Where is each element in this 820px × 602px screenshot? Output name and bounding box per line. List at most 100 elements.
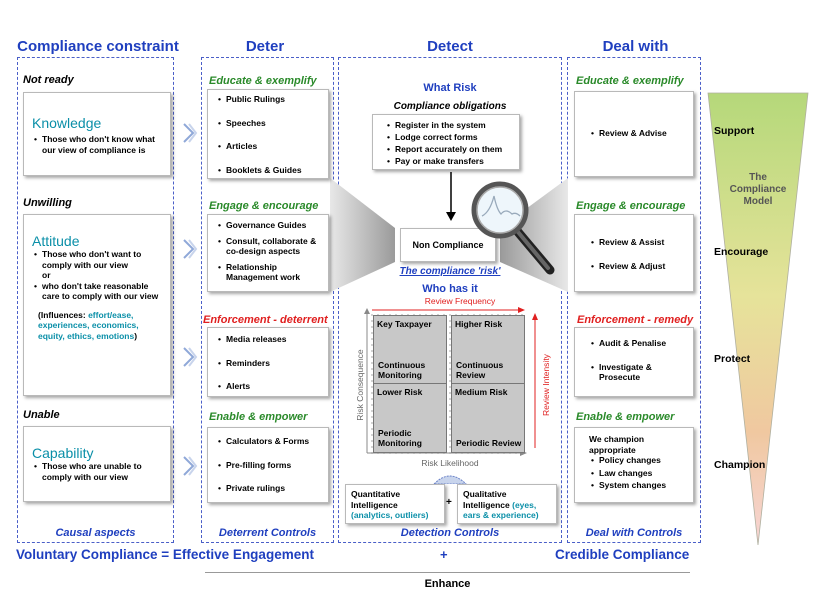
header-detect: Detect [427, 38, 473, 55]
who-has-it-title: Who has it [422, 283, 478, 295]
deal-enforce-item: Investigate & Prosecute [591, 362, 689, 383]
obligations-title: Compliance obligations [393, 101, 507, 112]
chevron-icon [183, 347, 198, 367]
compliance-risk-label: The compliance 'risk' [399, 266, 501, 277]
chevron-icon [183, 239, 198, 259]
up-arrow-icon [433, 475, 467, 484]
review-intensity-axis: Review Intensity [538, 330, 552, 450]
deter-enforce-box: Media releases Reminders Alerts [207, 327, 329, 397]
deal-enable-item: Policy changes [591, 455, 689, 466]
credible-compliance-label: Credible Compliance [555, 547, 690, 562]
magnifying-glass-icon [471, 181, 555, 275]
label-unable: Unable [23, 409, 60, 421]
deter-educate-item: Booklets & Guides [218, 165, 324, 176]
label-unwilling: Unwilling [23, 197, 72, 209]
frame-detect [338, 57, 562, 543]
what-risk-title: What Risk [423, 82, 477, 94]
deal-enable-item: System changes [591, 480, 689, 491]
model-level-protect: Protect [714, 353, 751, 365]
deal-engage-item: Review & Adjust [591, 261, 689, 272]
deter-engage-item: Consult, collaborate & co-design aspects [218, 236, 324, 257]
deter-educate-box: Public Rulings Speeches Articles Booklet… [207, 89, 329, 179]
voluntary-compliance-label: Voluntary Compliance = Effective Engagem… [16, 547, 314, 562]
capability-title: Capability [32, 445, 94, 461]
deal-enable-title: Enable & empower [576, 411, 675, 423]
deter-engage-item: Relationship Management work [218, 262, 324, 283]
enhance-divider [205, 572, 690, 573]
obligation-item: Report accurately on them [387, 143, 515, 155]
bottom-plus: + [440, 547, 448, 562]
deal-enforce-box: Audit & Penalise Investigate & Prosecute [574, 327, 694, 397]
compliance-model-title: The Compliance Model [729, 172, 787, 207]
non-compliance-box: Non Compliance [400, 228, 496, 262]
knowledge-box: Knowledge Those who don't know what our … [23, 92, 171, 176]
deal-engage-box: Review & Assist Review & Adjust [574, 214, 694, 292]
deter-enable-box: Calculators & Forms Pre-filling forms Pr… [207, 427, 329, 503]
knowledge-item: Those who don't know what our view of co… [34, 134, 164, 155]
deter-enable-title: Enable & empower [209, 411, 308, 423]
deter-engage-item: Governance Guides [218, 220, 324, 231]
knowledge-title: Knowledge [32, 115, 102, 131]
deal-enable-item: Law changes [591, 468, 689, 479]
deal-enable-intro: We champion appropriate [589, 434, 645, 455]
deter-enable-item: Pre-filling forms [218, 460, 324, 471]
frame-deter [201, 57, 334, 543]
deal-engage-item: Review & Assist [591, 237, 689, 248]
deter-enforce-item: Alerts [218, 381, 324, 392]
obligations-box: Register in the system Lodge correct for… [372, 114, 520, 170]
qualitative-intelligence-box: Qualitative Intelligence (eyes, ears & e… [457, 484, 557, 524]
frame-deal-with [567, 57, 701, 543]
deal-enforce-item: Audit & Penalise [591, 338, 689, 349]
deter-educate-item: Public Rulings [218, 94, 324, 105]
model-level-champion: Champion [714, 459, 766, 471]
deal-engage-title: Engage & encourage [576, 200, 686, 212]
frame-compliance-constraint [17, 57, 174, 543]
model-level-encourage: Encourage [714, 246, 769, 258]
deal-educate-title: Educate & exemplify [576, 75, 684, 87]
down-arrow-icon [446, 172, 456, 221]
deal-educate-box: Review & Advise [574, 91, 694, 177]
deal-enforce-title: Enforcement - remedy [577, 314, 694, 326]
quantitative-intelligence-box: Quantitative Intelligence (analytics, ou… [345, 484, 445, 524]
deal-enable-box: We champion appropriate Policy changes L… [574, 427, 694, 503]
footer-detection-controls: Detection Controls [400, 527, 500, 539]
deter-engage-title: Engage & encourage [209, 200, 319, 212]
obligation-item: Register in the system [387, 119, 515, 131]
risk-likelihood-label: Risk Likelihood [421, 458, 479, 468]
deter-educate-item: Articles [218, 141, 324, 152]
attitude-box: Attitude Those who don't want to comply … [23, 214, 171, 396]
deter-engage-box: Governance Guides Consult, collaborate &… [207, 214, 329, 292]
review-frequency-label: Review Frequency [424, 296, 496, 306]
deter-enforce-item: Media releases [218, 334, 324, 345]
attitude-item-2: who don't take reasonable care to comply… [34, 281, 164, 302]
header-compliance-constraint: Compliance constraint [17, 38, 179, 55]
attitude-influences: (Influences: effort/ease, experiences, e… [38, 309, 139, 341]
footer-deterrent-controls: Deterrent Controls [218, 527, 317, 539]
attitude-title: Attitude [32, 233, 80, 249]
intelligence-plus: + [446, 497, 452, 508]
capability-box: Capability Those who are unable to compl… [23, 426, 171, 502]
deter-enforce-title: Enforcement - deterrent [203, 314, 328, 326]
attitude-item: Those who don't want to comply with our … [34, 249, 164, 270]
enhance-label: Enhance [424, 578, 471, 590]
review-intensity-arrow-icon [532, 313, 538, 448]
deter-educate-item: Speeches [218, 118, 324, 129]
footer-causal-aspects: Causal aspects [55, 527, 136, 539]
chevron-icon [183, 123, 198, 143]
capability-item: Those who are unable to comply with our … [34, 461, 164, 482]
obligation-item: Pay or make transfers [387, 155, 515, 167]
compliance-model-cone [707, 92, 809, 546]
chevron-icon [183, 456, 198, 476]
deal-educate-item: Review & Advise [591, 128, 689, 139]
footer-deal-with-controls: Deal with Controls [585, 527, 683, 539]
attitude-or: or [42, 270, 51, 280]
deter-educate-title: Educate & exemplify [209, 75, 317, 87]
review-intensity-label: Review Intensity [541, 354, 551, 416]
obligation-item: Lodge correct forms [387, 131, 515, 143]
header-deal-with: Deal with [602, 38, 669, 55]
